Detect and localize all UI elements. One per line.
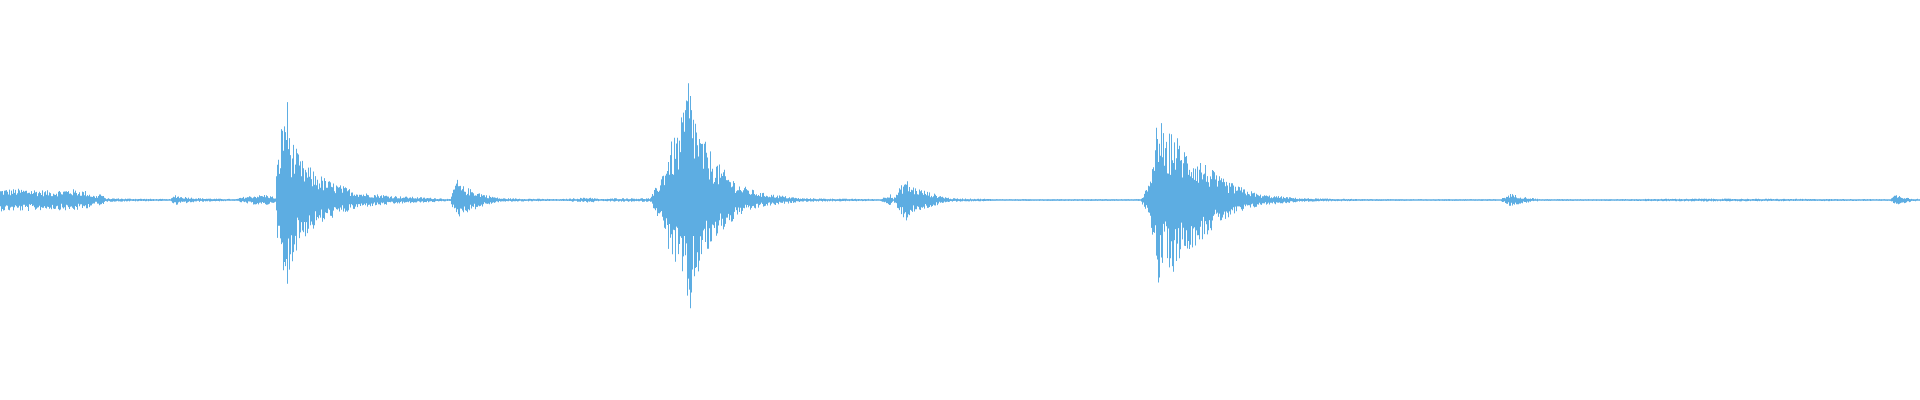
waveform-samples	[0, 83, 1920, 309]
